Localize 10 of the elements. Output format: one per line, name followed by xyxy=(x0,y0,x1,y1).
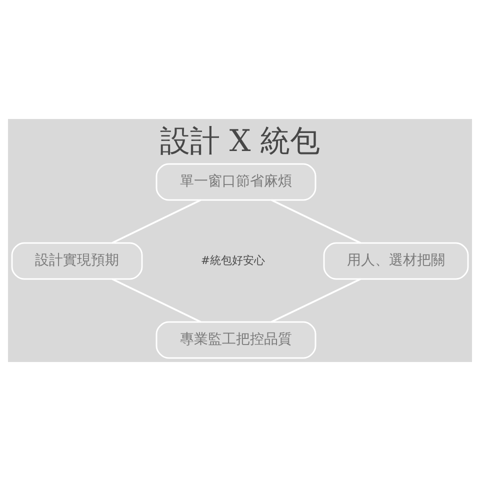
connector xyxy=(112,278,202,322)
node-box: 專業監工把控品質 xyxy=(156,320,316,358)
node-box: 用人、選材把關 xyxy=(323,242,469,280)
label: #統包好安心 xyxy=(200,253,266,266)
node-box: 單一窗口節省麻煩 xyxy=(156,162,316,200)
diagram-title: 設計 X 統包 xyxy=(160,124,320,158)
connector xyxy=(271,278,361,322)
node-box: 設計實現預期 xyxy=(11,242,143,280)
connector xyxy=(271,198,361,244)
connector xyxy=(112,198,202,244)
